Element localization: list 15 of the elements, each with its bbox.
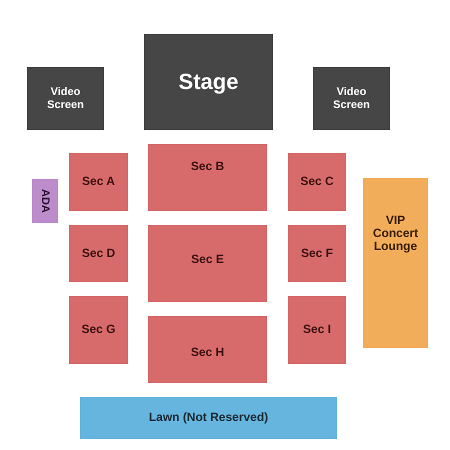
seating-section: Sec H <box>148 316 267 383</box>
lounge-area: VIP Concert Lounge <box>363 178 428 348</box>
seating-section: Sec E <box>148 225 267 302</box>
seating-section: Sec G <box>69 296 128 364</box>
video-screen: Video Screen <box>27 67 104 130</box>
seating-section: Sec I <box>288 296 346 364</box>
seating-section: Sec A <box>69 153 128 211</box>
seating-section: Sec D <box>69 225 128 282</box>
lawn-area: Lawn (Not Reserved) <box>80 397 337 439</box>
video-screen: Video Screen <box>313 67 390 130</box>
stage-area: Stage <box>144 34 273 130</box>
seating-section: Sec C <box>288 153 346 211</box>
seating-section: Sec F <box>288 225 346 282</box>
ada-area: ADA <box>32 179 58 223</box>
seating-section: Sec B <box>148 144 267 211</box>
